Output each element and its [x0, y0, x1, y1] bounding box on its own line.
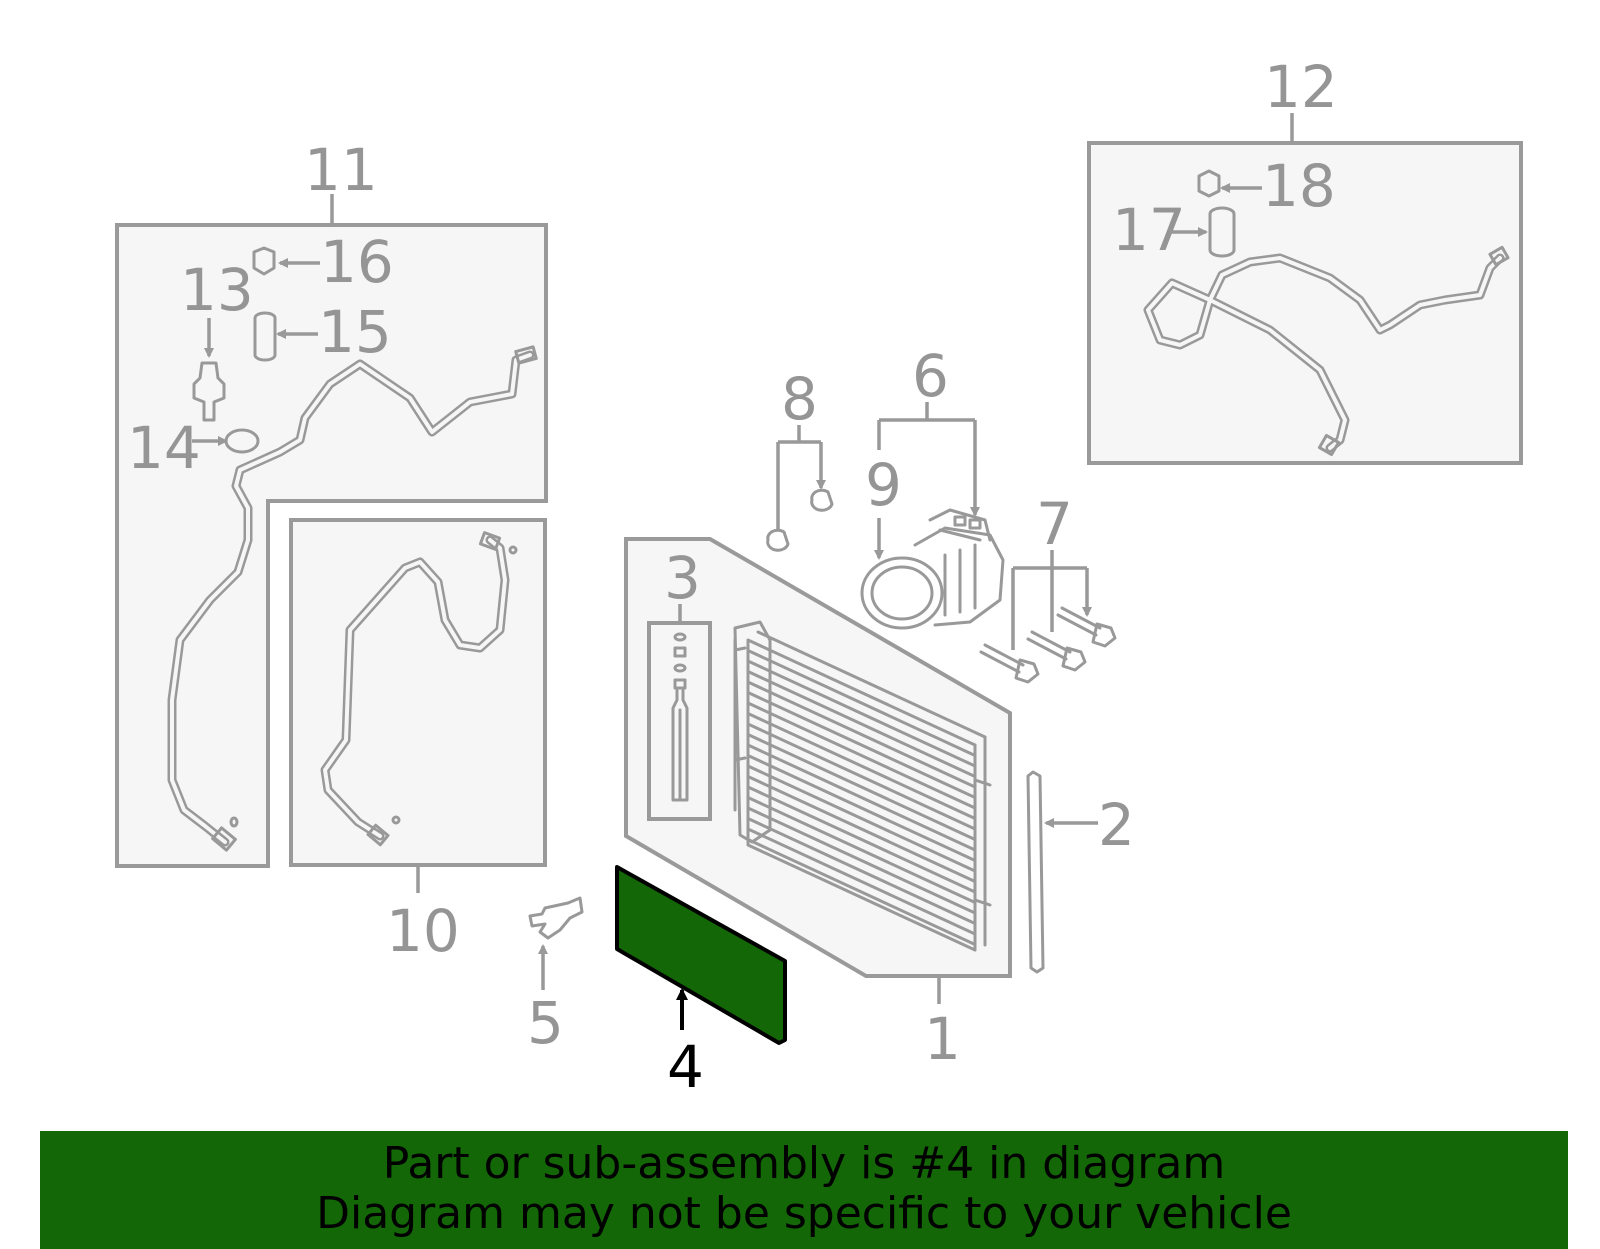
condenser-fin — [746, 691, 977, 799]
callout-16: 16 — [320, 228, 394, 296]
condenser-core — [733, 620, 992, 952]
condenser-fin — [746, 680, 977, 789]
callout-11: 11 — [304, 136, 378, 204]
group-12-parts: 18 17 — [1112, 152, 1510, 457]
callout-4: 4 — [667, 1033, 704, 1101]
footer-line-1: Part or sub-assembly is #4 in diagram — [382, 1138, 1226, 1189]
condenser-fin — [746, 670, 977, 778]
bracket-part-5: 5 — [527, 896, 584, 1057]
condenser-fin — [746, 701, 977, 810]
callout-7: 7 — [1036, 490, 1073, 558]
group-11-parts: 13 14 15 16 — [127, 228, 538, 852]
info-banner: Part or sub-assembly is #4 in diagram Di… — [40, 1131, 1568, 1249]
condenser-fin — [746, 764, 977, 873]
condenser-fin — [746, 775, 977, 883]
caps-part-8: 8 — [766, 365, 834, 552]
callout-17: 17 — [1112, 196, 1186, 264]
seal-strip: 2 — [1026, 770, 1135, 974]
highlighted-part-4[interactable]: 4 — [615, 865, 787, 1101]
condenser-fin — [746, 733, 977, 841]
callout-3: 3 — [664, 544, 701, 612]
condenser-fin — [746, 785, 977, 894]
callout-6: 6 — [912, 342, 949, 410]
callout-13: 13 — [180, 256, 254, 324]
condenser-fin — [746, 817, 977, 925]
callout-5: 5 — [527, 989, 564, 1057]
callout-12: 12 — [1264, 53, 1338, 121]
group-10-parts — [320, 531, 518, 847]
callout-14: 14 — [127, 414, 201, 482]
callout-18: 18 — [1262, 152, 1336, 220]
bolts-part-7: 7 — [979, 490, 1117, 684]
condenser-fin — [746, 722, 977, 831]
condenser-fin — [746, 659, 977, 768]
condenser-fin — [746, 743, 977, 852]
condenser-fin — [746, 754, 977, 862]
callout-10: 10 — [386, 897, 460, 965]
callout-8: 8 — [781, 365, 818, 433]
compressor-part-6: 6 9 — [860, 342, 1005, 630]
condenser-fin — [746, 838, 977, 946]
condenser-fin — [746, 649, 977, 757]
callout-2: 2 — [1098, 791, 1135, 859]
drier-kit-box: 3 — [647, 544, 712, 821]
condenser-fin — [746, 796, 977, 904]
footer-line-2: Diagram may not be specific to your vehi… — [316, 1188, 1292, 1239]
condenser-fin — [746, 712, 977, 820]
condenser-fin — [746, 806, 977, 915]
callout-1: 1 — [924, 1005, 961, 1073]
condenser-fins — [746, 649, 977, 946]
callout-9: 9 — [865, 451, 902, 519]
condenser-fin — [746, 827, 977, 936]
group-10-panel: 10 — [289, 518, 547, 965]
callout-15: 15 — [318, 298, 392, 366]
